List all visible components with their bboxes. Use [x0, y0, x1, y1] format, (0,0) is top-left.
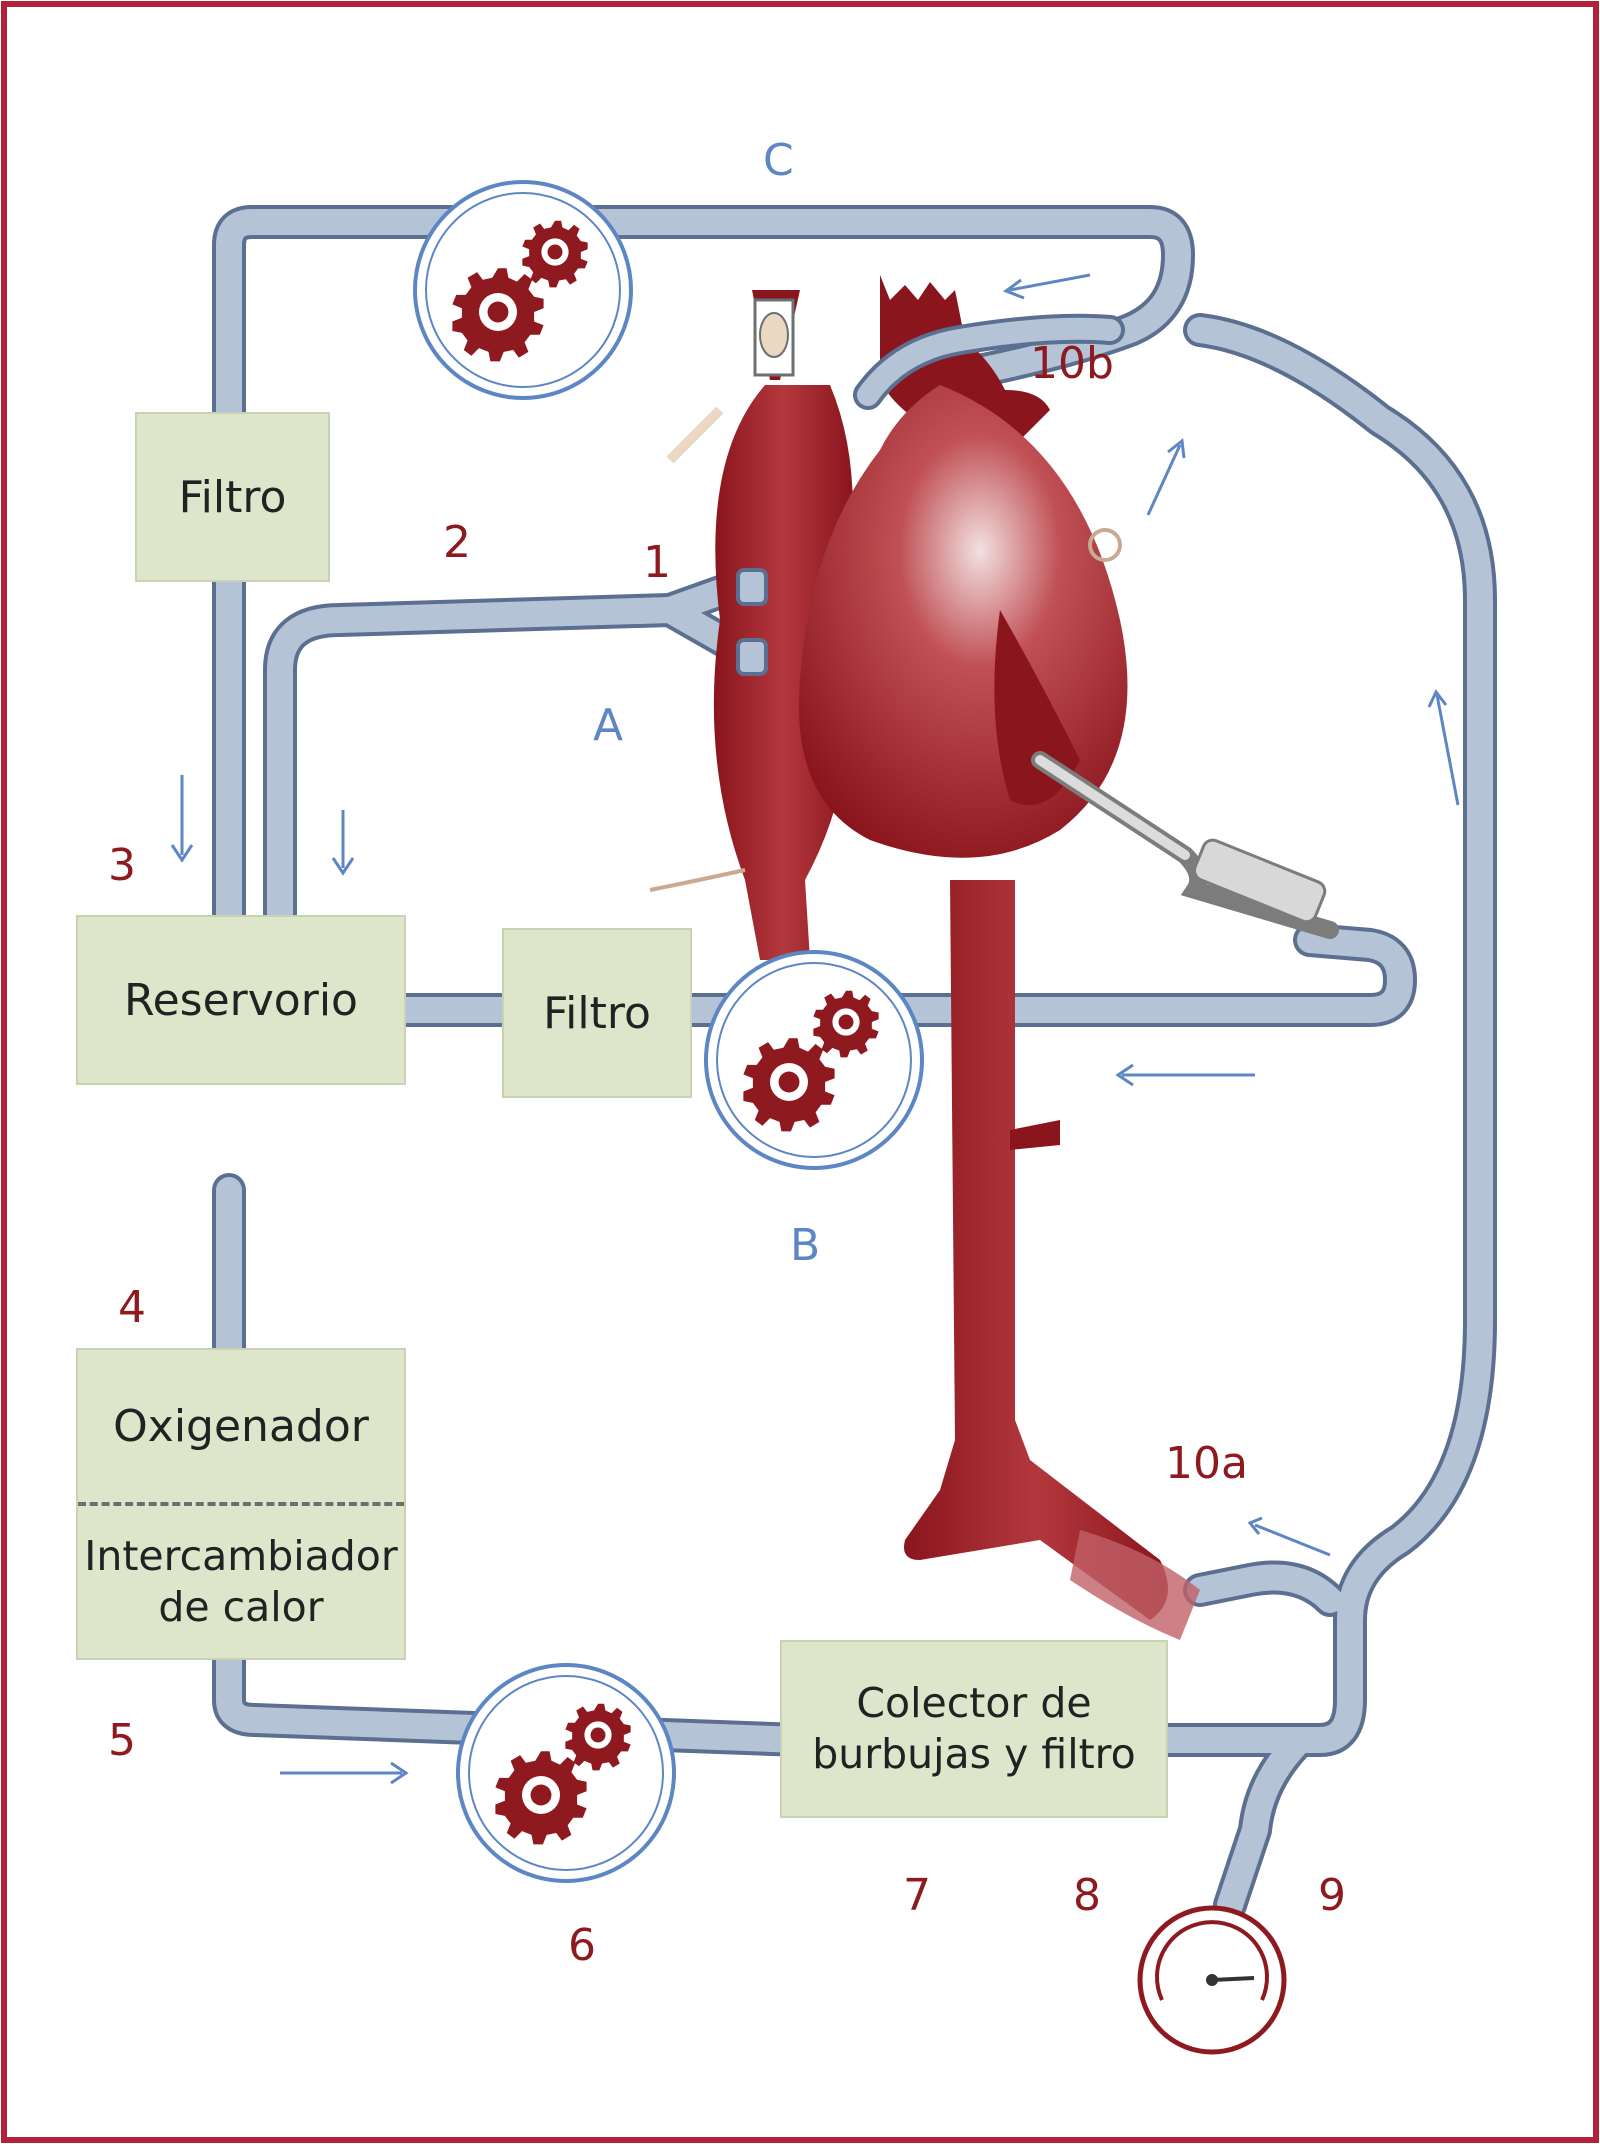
label-7: 7 — [903, 1870, 931, 1921]
label-3: 3 — [108, 840, 136, 891]
label-10a: 10a — [1165, 1438, 1248, 1489]
bubble-trap-box: Colector de burbujas y filtro — [780, 1640, 1168, 1818]
label-1: 1 — [643, 537, 671, 588]
bubble-trap-line2: burbujas y filtro — [812, 1730, 1136, 1778]
filter-top-label: Filtro — [178, 471, 287, 523]
filter-mid-box: Filtro — [502, 928, 692, 1098]
label-5: 5 — [108, 1715, 136, 1766]
filter-mid-label: Filtro — [543, 987, 651, 1039]
oxygenator-box: Oxigenador Intercambiador de calor — [76, 1348, 406, 1660]
reservoir-label: Reservorio — [124, 974, 358, 1026]
flow-arrow-icon — [170, 273, 1460, 1785]
pump-c — [413, 180, 633, 400]
label-4: 4 — [118, 1282, 146, 1333]
label-b: B — [790, 1220, 821, 1271]
heat-exchanger-label: Intercambiador de calor — [84, 1506, 397, 1658]
label-8: 8 — [1073, 1870, 1101, 1921]
filter-top-box: Filtro — [135, 412, 330, 582]
oxygenator-divider — [78, 1502, 404, 1506]
pump-6 — [456, 1663, 676, 1883]
bubble-trap-line1: Colector de — [856, 1678, 1092, 1727]
heart-illustration — [649, 275, 1339, 1640]
heat-exchanger-line2: de calor — [158, 1583, 324, 1631]
oxygenator-label: Oxigenador — [113, 1400, 369, 1452]
pressure-gauge-icon — [1137, 1905, 1287, 2055]
pump-b — [704, 950, 924, 1170]
label-2: 2 — [443, 517, 471, 568]
label-6: 6 — [568, 1920, 596, 1971]
reservoir-box: Reservorio — [76, 915, 406, 1085]
label-a: A — [593, 700, 624, 751]
label-9: 9 — [1318, 1870, 1346, 1921]
label-10b: 10b — [1030, 338, 1114, 389]
heat-exchanger-line1: Intercambiador — [84, 1531, 398, 1580]
label-c: C — [763, 135, 794, 186]
